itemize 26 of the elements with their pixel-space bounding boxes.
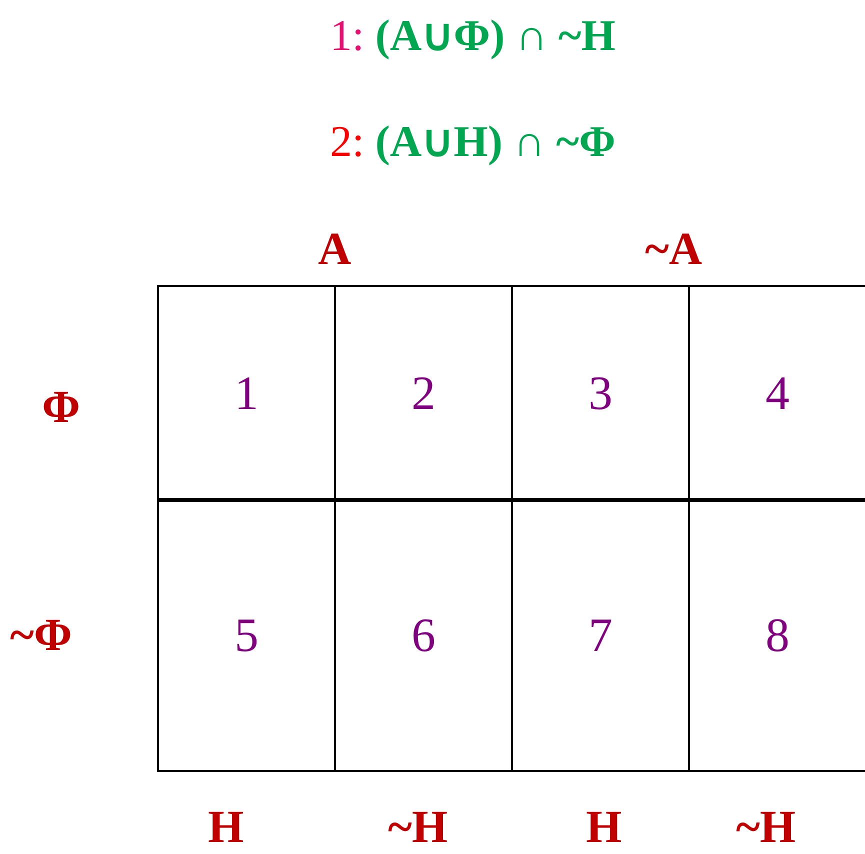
table-cell bbox=[157, 498, 336, 772]
column-footer: H bbox=[586, 800, 622, 853]
column-header: ~A bbox=[645, 222, 702, 275]
column-header: A bbox=[318, 222, 352, 275]
cell-number: 5 bbox=[234, 608, 258, 662]
formula-text: 2: (A∪H) ∩ ~Φ bbox=[330, 116, 617, 168]
table-cell bbox=[513, 498, 690, 772]
row-header: ~Φ bbox=[10, 608, 72, 661]
formula-text: 1: (A∪Φ) ∩ ~H bbox=[330, 10, 617, 62]
cell-number: 6 bbox=[412, 608, 436, 662]
table-cell bbox=[690, 285, 865, 502]
cell-number: 4 bbox=[766, 366, 790, 421]
table-cell bbox=[336, 285, 513, 502]
row-header: Φ bbox=[42, 380, 80, 433]
table-cell bbox=[336, 498, 513, 772]
cell-number: 8 bbox=[766, 608, 790, 662]
table-cell bbox=[157, 285, 336, 502]
cell-number: 1 bbox=[234, 366, 258, 421]
column-footer: ~H bbox=[388, 800, 448, 853]
table-cell bbox=[513, 285, 690, 502]
cell-number: 7 bbox=[588, 608, 612, 662]
column-footer: H bbox=[208, 800, 244, 853]
cell-number: 3 bbox=[588, 366, 612, 421]
table-cell bbox=[690, 498, 865, 772]
column-footer: ~H bbox=[736, 800, 796, 853]
cell-number: 2 bbox=[412, 366, 436, 421]
